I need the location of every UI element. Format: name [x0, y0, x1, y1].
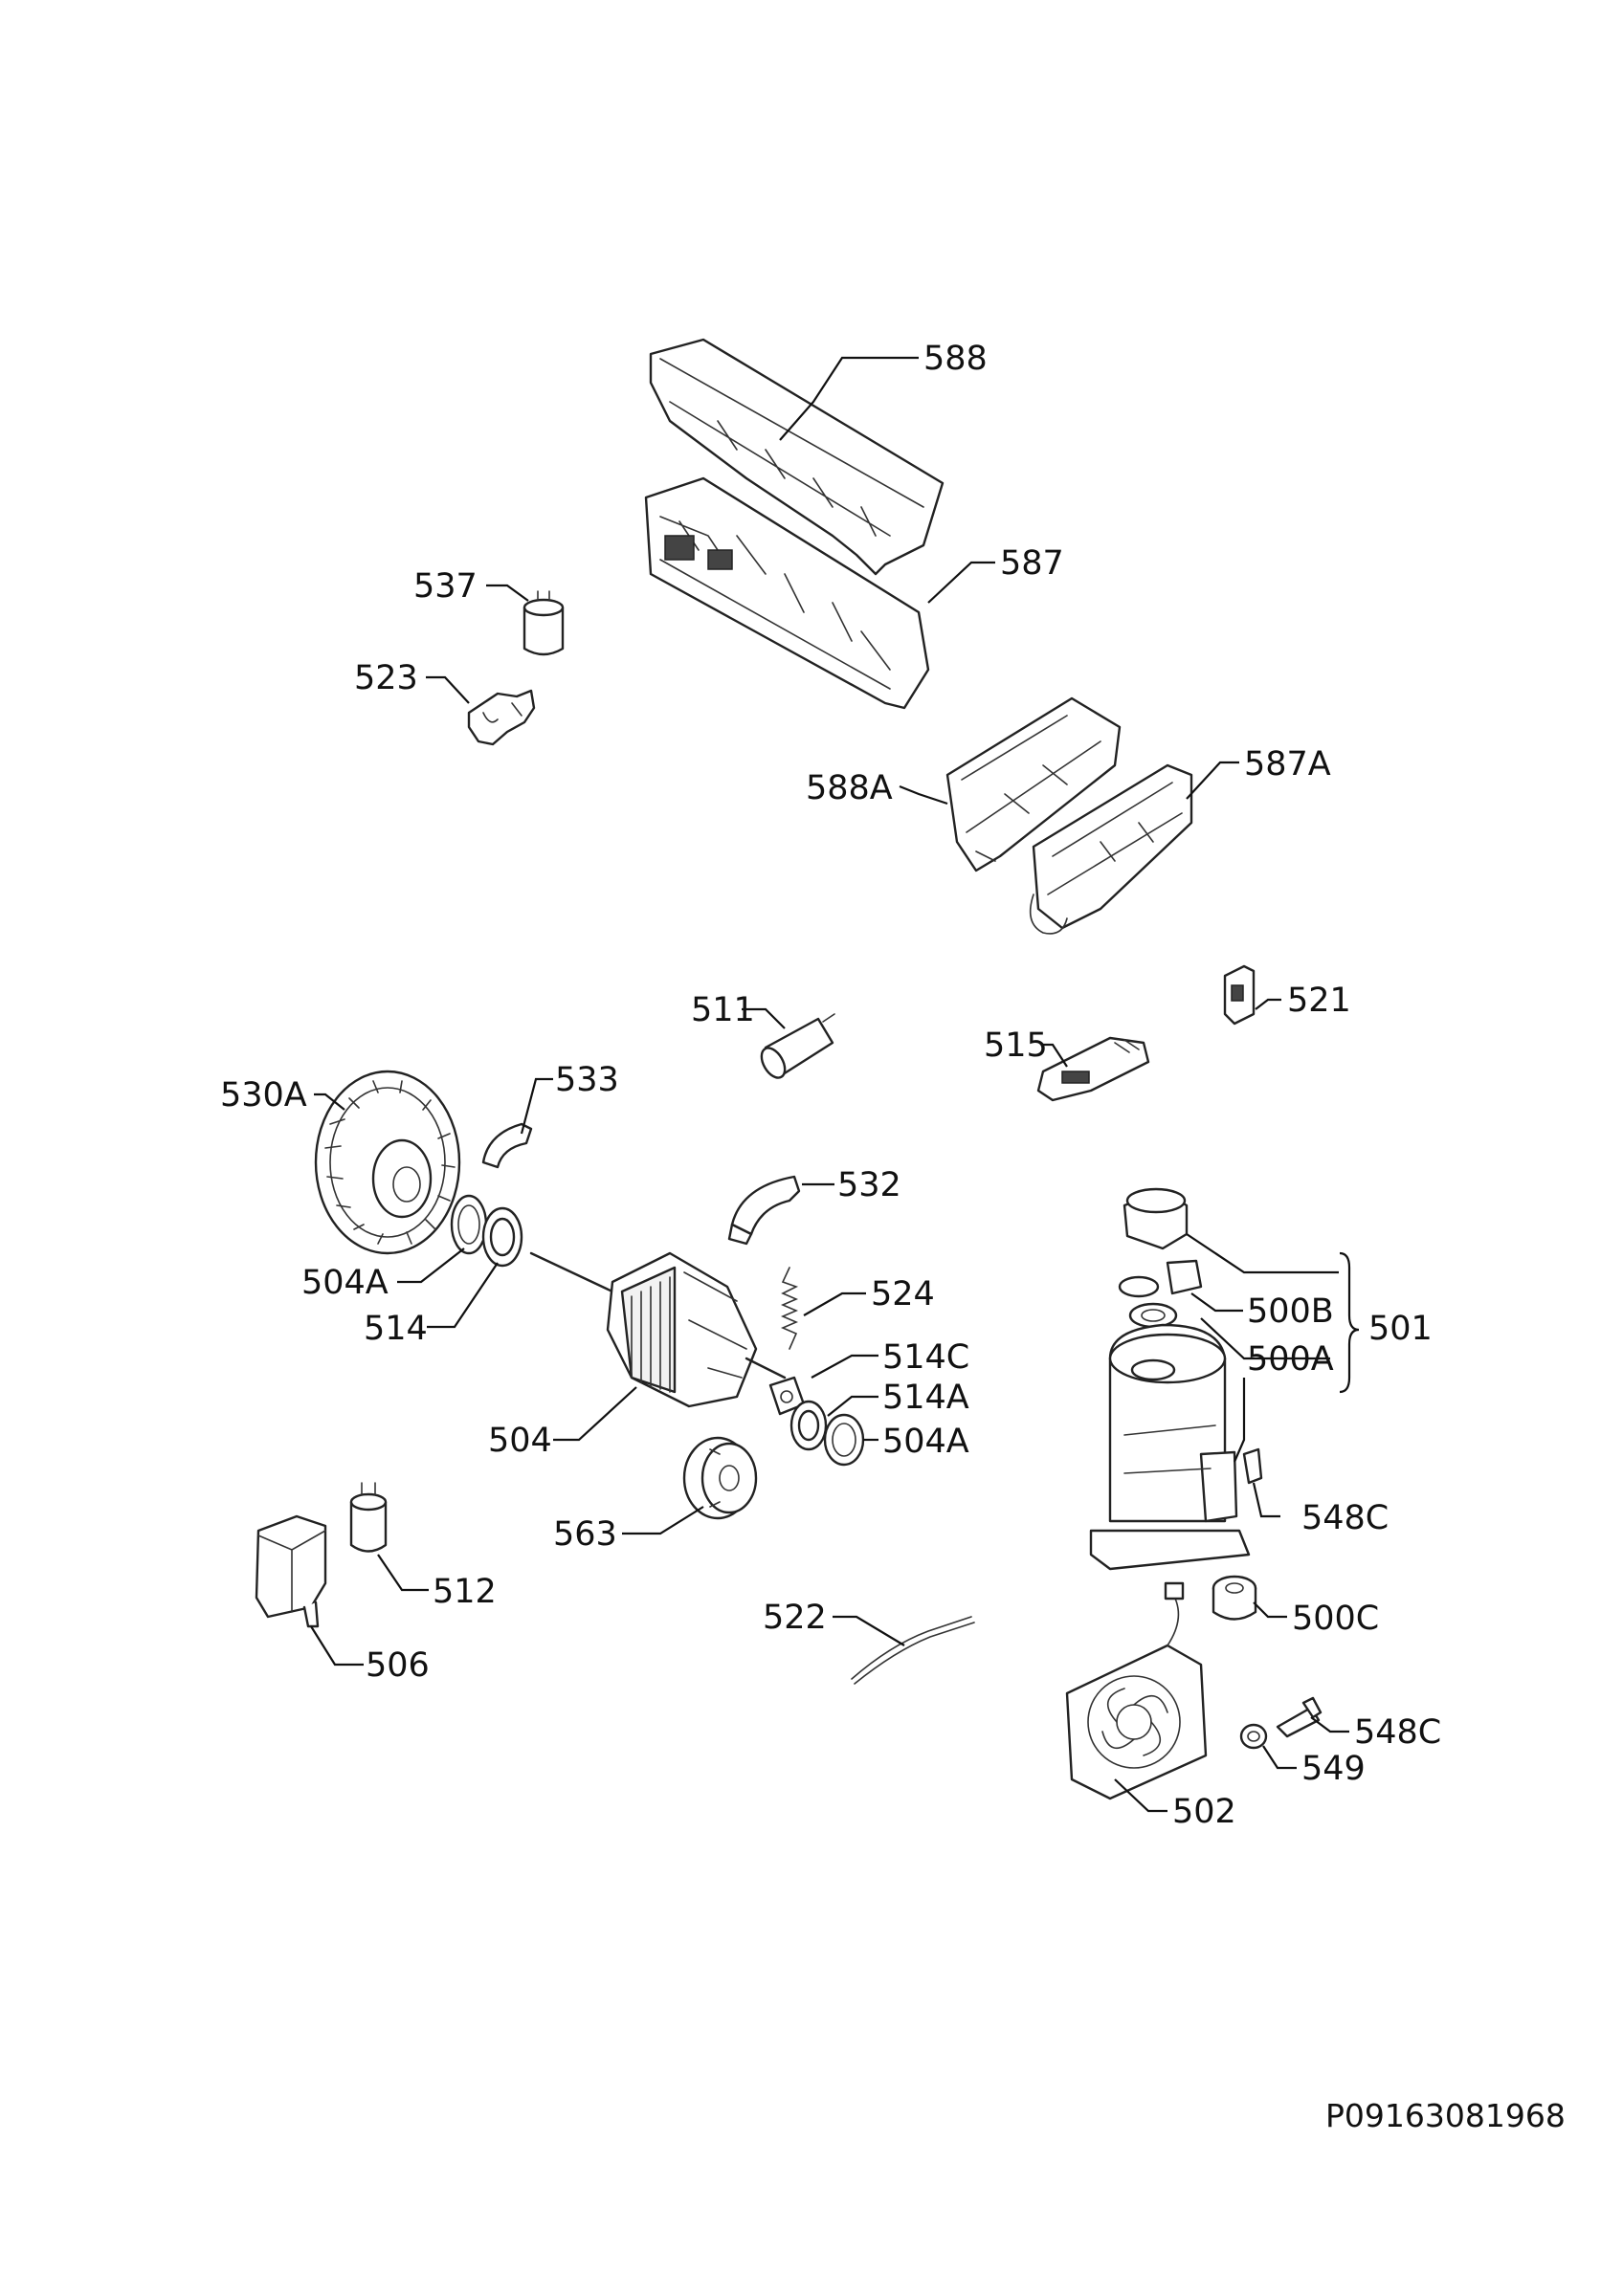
part-511-capacitor[interactable]	[757, 1013, 835, 1082]
part-533-bracket[interactable]	[481, 1122, 533, 1169]
part-588-cover[interactable]	[649, 338, 945, 576]
part-515-switch[interactable]	[1036, 1036, 1150, 1102]
part-504A-seal-left[interactable]	[450, 1194, 488, 1255]
callout-524[interactable]: 524	[871, 1275, 935, 1314]
part-587A-pcb[interactable]	[1029, 763, 1193, 935]
callout-515[interactable]: 515	[984, 1027, 1048, 1065]
callout-588A[interactable]: 588A	[806, 769, 893, 807]
part-587-pcb[interactable]	[644, 476, 930, 710]
callout-549[interactable]: 549	[1301, 1750, 1366, 1788]
leader-lines	[310, 356, 1349, 1813]
part-500A-rings[interactable]	[1118, 1275, 1178, 1329]
part-502-cooling-fan[interactable]	[1065, 1581, 1208, 1800]
callout-514A[interactable]: 514A	[882, 1379, 969, 1417]
callout-500C[interactable]: 500C	[1292, 1600, 1379, 1638]
callout-514-left[interactable]: 514	[364, 1310, 428, 1348]
part-549-nut[interactable]	[1239, 1723, 1268, 1750]
callout-504A-left[interactable]: 504A	[301, 1264, 389, 1302]
callout-501[interactable]: 501	[1368, 1310, 1433, 1348]
part-504A-seal-right[interactable]	[823, 1413, 865, 1467]
callout-522[interactable]: 522	[763, 1599, 827, 1637]
callout-548C-upper[interactable]: 548C	[1301, 1499, 1389, 1537]
part-506-pump[interactable]	[255, 1514, 327, 1628]
part-524-spring[interactable]	[780, 1267, 799, 1350]
part-532-bracket[interactable]	[727, 1175, 801, 1246]
part-514A-bearing[interactable]	[789, 1400, 828, 1451]
part-521-sensor[interactable]	[1223, 964, 1256, 1026]
callout-563[interactable]: 563	[553, 1515, 617, 1554]
callout-523[interactable]: 523	[354, 659, 418, 697]
part-514-bearing-left[interactable]	[481, 1206, 523, 1268]
callout-502[interactable]: 502	[1172, 1793, 1236, 1831]
callout-506[interactable]: 506	[366, 1646, 430, 1685]
part-588A-bracket[interactable]	[945, 696, 1122, 872]
part-523-clamp[interactable]	[467, 689, 536, 746]
part-500C-grommet[interactable]	[1212, 1575, 1257, 1621]
callout-500A[interactable]: 500A	[1247, 1340, 1334, 1379]
callout-530A[interactable]: 530A	[220, 1076, 307, 1115]
callout-587A[interactable]: 587A	[1244, 745, 1331, 784]
part-530A-fan-wheel[interactable]	[314, 1070, 461, 1255]
part-504-motor[interactable]	[529, 1251, 787, 1408]
group-brace-501	[1339, 1251, 1360, 1394]
callout-512[interactable]: 512	[433, 1573, 497, 1611]
part-500B-fitting[interactable]	[1123, 1187, 1203, 1295]
part-522-sensor-cable[interactable]	[851, 1616, 975, 1685]
callout-504[interactable]: 504	[488, 1422, 552, 1460]
part-512-capacitor[interactable]	[349, 1482, 388, 1553]
callout-labels: 588 587 537 523 588A 587A 511 521 515 53…	[220, 340, 1441, 1831]
part-563-pulley[interactable]	[682, 1436, 758, 1520]
callout-587[interactable]: 587	[1000, 544, 1064, 583]
part-548C-connector-lower[interactable]	[1276, 1696, 1323, 1738]
callout-588[interactable]: 588	[923, 340, 988, 378]
callout-514C[interactable]: 514C	[882, 1338, 969, 1377]
callout-548C-lower[interactable]: 548C	[1354, 1713, 1441, 1752]
document-number: P09163081968	[1325, 2097, 1566, 2134]
part-501-compressor[interactable]	[1089, 1323, 1251, 1571]
callout-521[interactable]: 521	[1287, 982, 1351, 1020]
callout-511[interactable]: 511	[691, 991, 755, 1029]
callout-504A-right[interactable]: 504A	[882, 1423, 969, 1461]
part-548C-connector-upper[interactable]	[1242, 1447, 1263, 1485]
part-537-capacitor[interactable]	[522, 590, 565, 656]
callout-532[interactable]: 532	[837, 1166, 901, 1204]
callout-500B[interactable]: 500B	[1247, 1292, 1334, 1331]
callout-537[interactable]: 537	[413, 567, 478, 606]
callout-533[interactable]: 533	[555, 1061, 619, 1099]
